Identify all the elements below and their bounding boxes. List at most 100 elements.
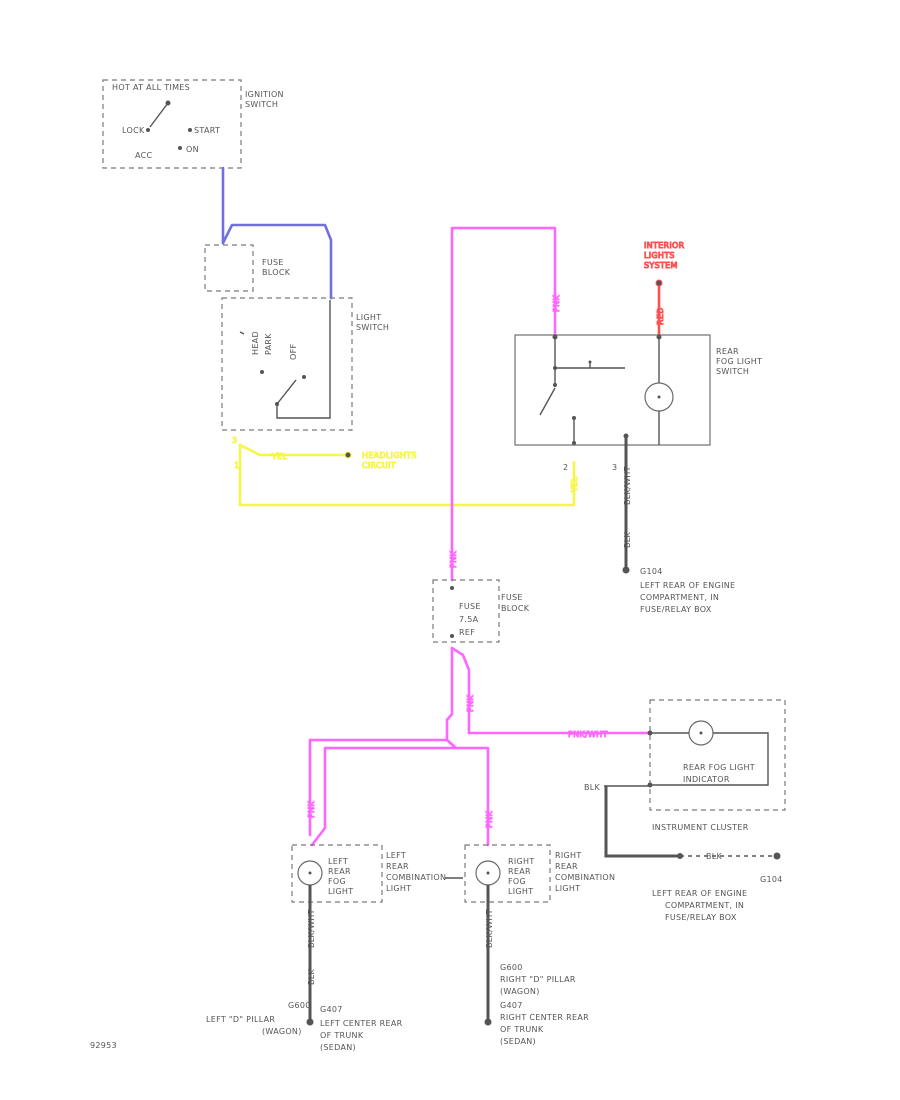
- pnk-wire-right-lamp: [310, 746, 458, 847]
- ignition-pos-lock: LOCK: [122, 126, 145, 135]
- fuse-block-top-line2: BLOCK: [262, 268, 291, 277]
- red-vertical-tag: RED: [656, 307, 665, 325]
- left-ground-code-b: G407: [320, 1005, 343, 1014]
- indicator-ground-wire-tag: BLK: [584, 783, 601, 792]
- g104-switch-line1: G104: [640, 567, 663, 576]
- left-ground-wire-tag-1: BLK/WHT: [307, 909, 316, 948]
- left-assembly-line2: REAR: [386, 862, 409, 871]
- svg-text:3: 3: [232, 436, 237, 445]
- fuse-mid-fuse-line2: 7.5A: [459, 615, 479, 624]
- instrument-cluster-label: INSTRUMENT CLUSTER: [652, 823, 749, 832]
- fuse-mid-fuse-line1: FUSE: [459, 602, 481, 611]
- interior-lights-line1: INTERIOR: [644, 241, 685, 250]
- ignition-pos-on: ON: [186, 145, 199, 154]
- pnk-wire-left-branch-a: [308, 646, 454, 837]
- left-assembly-line4: LIGHT: [386, 884, 411, 893]
- left-ground-label-b-line1: LEFT CENTER REAR: [320, 1019, 403, 1028]
- fog-switch-label-line2: FOG LIGHT: [716, 357, 762, 366]
- fuse-mid-label-line2: BLOCK: [501, 604, 530, 613]
- pnk-vertical-tag-1: PNK: [449, 551, 458, 568]
- left-ground-label-b-line2: OF TRUNK: [320, 1031, 364, 1040]
- right-ground-wire-tag: BLK/WHT: [485, 909, 494, 948]
- right-assembly-line3: COMBINATION: [555, 873, 615, 882]
- g104-cluster-wire-tag: BLK: [706, 852, 723, 861]
- right-assembly-line1: RIGHT: [555, 851, 582, 860]
- right-ground-code-b: G407: [500, 1001, 523, 1010]
- light-switch-pos-head: HEAD: [251, 331, 260, 355]
- pnk-wires: PNK PNK PNK PNK PNK PNK/WHT: [307, 226, 650, 847]
- right-lamp-line3: FOG: [508, 877, 526, 886]
- g104-cluster-line3: COMPARTMENT, IN: [665, 901, 744, 910]
- pnk-vertical-tag-5: PNK: [485, 811, 494, 828]
- light-switch-pos-off: OFF: [289, 344, 298, 360]
- rear-fog-switch: REAR FOG LIGHT SWITCH 2 3: [514, 334, 762, 472]
- fog-switch-label-line1: REAR: [716, 347, 739, 356]
- left-assembly-line1: LEFT: [386, 851, 406, 860]
- ignition-pos-start: START: [194, 126, 220, 135]
- right-lamp-line4: LIGHT: [508, 887, 533, 896]
- indicator-wire-tag: PNK/WHT: [568, 730, 608, 739]
- yel-wires: 3 1 YEL HEADLIGHTS CIRCUIT YEL: [232, 436, 580, 507]
- g104-cluster-line1: G104: [760, 875, 783, 884]
- right-lamp-line2: REAR: [508, 867, 531, 876]
- ignition-header: HOT AT ALL TIMES: [112, 83, 190, 92]
- right-ground-label-b-line2: OF TRUNK: [500, 1025, 544, 1034]
- svg-text:1: 1: [234, 461, 239, 470]
- fog-switch-pin-3: 3: [612, 463, 617, 472]
- fog-switch-label-line3: SWITCH: [716, 367, 749, 376]
- ignition-switch: HOT AT ALL TIMES IGNITION SWITCH LOCK ST…: [102, 79, 284, 169]
- left-ground-label-a-line2: (WAGON): [262, 1027, 302, 1036]
- ground-g104-switch: BLK/WHT BLK G104 LEFT REAR OF ENGINE COM…: [622, 436, 735, 614]
- right-ground-label-a-line2: (WAGON): [500, 987, 540, 996]
- right-lamp-line1: RIGHT: [508, 857, 535, 866]
- figure-id: 92953: [90, 1041, 117, 1050]
- left-lamp-line3: FOG: [328, 877, 346, 886]
- blu-wire-fuse-to-light-switch: [221, 223, 333, 300]
- yel-wire-to-headlights: [238, 443, 347, 457]
- left-ground-wire-tag-2: BLK: [307, 968, 316, 985]
- fuse-block-top-line1: FUSE: [262, 258, 284, 267]
- g104-switch-wire-tag-2: BLK: [623, 531, 632, 548]
- pnk-wire-fuse-loop: [450, 646, 471, 735]
- right-assembly-line2: REAR: [555, 862, 578, 871]
- g104-switch-line2: LEFT REAR OF ENGINE: [640, 581, 735, 590]
- right-ground-label-b-line1: RIGHT CENTER REAR: [500, 1013, 589, 1022]
- light-switch: LIGHT SWITCH HEAD PARK OFF: [221, 297, 389, 431]
- ground-right: BLK/WHT G600 RIGHT "D" PILLAR (WAGON) G4…: [484, 885, 589, 1046]
- pnk-wire-fog-switch-feed: [450, 226, 557, 582]
- g104-switch-line4: FUSE/RELAY BOX: [640, 605, 712, 614]
- right-ground-label-a-line1: RIGHT "D" PILLAR: [500, 975, 576, 984]
- yel-wire-to-fog-switch: [238, 443, 576, 507]
- interior-lights-line2: LIGHTS: [644, 251, 675, 260]
- ignition-label-line1: IGNITION: [245, 90, 284, 99]
- ignition-label-line2: SWITCH: [245, 100, 278, 109]
- g104-switch-line3: COMPARTMENT, IN: [640, 593, 719, 602]
- g104-cluster-line2: LEFT REAR OF ENGINE: [652, 889, 747, 898]
- red-wire: RED INTERIOR LIGHTS SYSTEM: [644, 241, 685, 337]
- fuse-block-mid: FUSE 7.5A REF FUSE BLOCK: [432, 579, 530, 643]
- ignition-pos-acc: ACC: [135, 151, 153, 160]
- left-rear-combination-light: LEFT REAR FOG LIGHT LEFT REAR COMBINATIO…: [291, 844, 463, 903]
- indicator-label-line1: REAR FOG LIGHT: [683, 763, 755, 772]
- blu-wires: [221, 166, 333, 300]
- light-switch-pos-park: PARK: [264, 333, 273, 355]
- headlights-wire-tag: YEL: [271, 452, 288, 461]
- left-ground-code-a: G600: [288, 1001, 311, 1010]
- left-assembly-line3: COMBINATION: [386, 873, 446, 882]
- g104-switch-wire-tag-1: BLK/WHT: [623, 466, 632, 505]
- headlights-label-line2: CIRCUIT: [362, 461, 396, 470]
- fuse-block-top: FUSE BLOCK: [204, 244, 291, 292]
- light-switch-label-line1: LIGHT: [356, 313, 381, 322]
- ground-g104-cluster: BLK G104 LEFT REAR OF ENGINE COMPARTMENT…: [604, 786, 783, 922]
- pnk-vertical-tag-2: PNK: [552, 295, 561, 312]
- fuse-mid-label-line1: FUSE: [501, 593, 523, 602]
- pnk-vertical-tag-4: PNK: [307, 801, 316, 818]
- left-ground-label-a-line1: LEFT "D" PILLAR: [206, 1015, 275, 1024]
- ground-left: BLK/WHT BLK G600 LEFT "D" PILLAR (WAGON)…: [206, 885, 403, 1052]
- g104-cluster-line4: FUSE/RELAY BOX: [665, 913, 737, 922]
- headlights-label-line1: HEADLIGHTS: [362, 451, 417, 460]
- fog-switch-pin-2: 2: [563, 463, 568, 472]
- left-lamp-line1: LEFT: [328, 857, 348, 866]
- instrument-cluster: REAR FOG LIGHT INDICATOR INSTRUMENT CLUS…: [584, 699, 786, 832]
- light-switch-label-line2: SWITCH: [356, 323, 389, 332]
